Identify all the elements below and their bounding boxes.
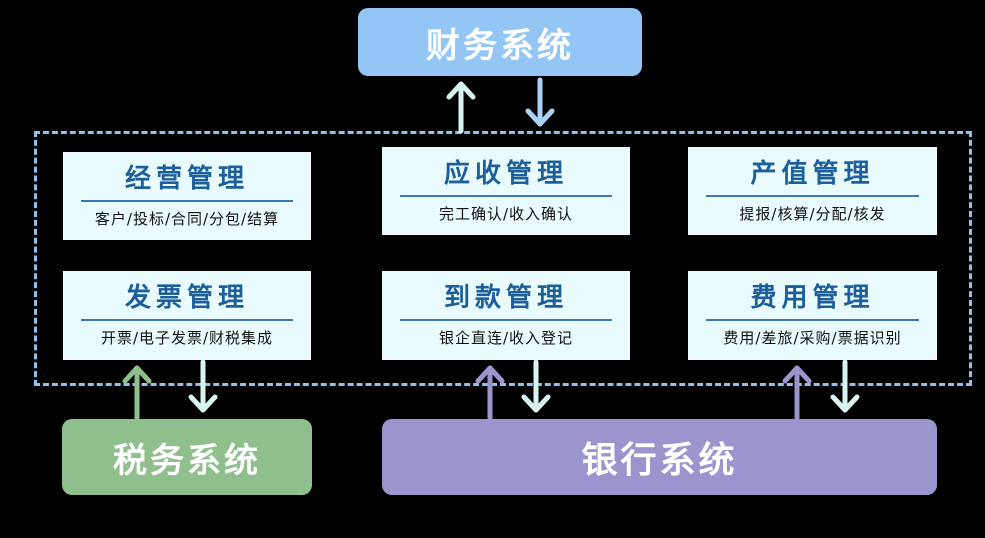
finance-system-box: 财务系统 bbox=[358, 8, 642, 76]
module-payment-divider bbox=[400, 319, 612, 321]
module-output-value-title: 产值管理 bbox=[750, 159, 875, 189]
business-modules-frame bbox=[34, 131, 972, 386]
module-output-value: 产值管理 提报/核算/分配/核发 bbox=[688, 147, 937, 235]
module-invoice: 发票管理 开票/电子发票/财税集成 bbox=[63, 271, 311, 360]
arrow-up-to-finance bbox=[446, 81, 476, 134]
module-output-value-divider bbox=[706, 195, 919, 197]
bank-system-box: 银行系统 bbox=[382, 419, 937, 495]
module-receivable: 应收管理 完工确认/收入确认 bbox=[382, 147, 630, 235]
module-invoice-subtitle: 开票/电子发票/财税集成 bbox=[100, 329, 274, 347]
module-expense-divider bbox=[706, 319, 919, 321]
module-expense-title: 费用管理 bbox=[750, 283, 875, 313]
module-operation: 经营管理 客户/投标/合同/分包/结算 bbox=[63, 152, 311, 240]
module-output-value-subtitle: 提报/核算/分配/核发 bbox=[739, 205, 886, 223]
module-invoice-divider bbox=[81, 319, 293, 321]
arrow-down-from-finance bbox=[525, 77, 555, 127]
module-receivable-divider bbox=[400, 195, 612, 197]
module-payment: 到款管理 银企直连/收入登记 bbox=[382, 271, 630, 360]
module-payment-subtitle: 银企直连/收入登记 bbox=[438, 329, 574, 347]
module-expense-subtitle: 费用/差旅/采购/票据识别 bbox=[723, 329, 902, 347]
module-receivable-subtitle: 完工确认/收入确认 bbox=[438, 205, 574, 223]
module-receivable-title: 应收管理 bbox=[443, 159, 568, 189]
module-invoice-title: 发票管理 bbox=[124, 283, 249, 313]
module-operation-divider bbox=[81, 200, 293, 202]
finance-system-label: 财务系统 bbox=[426, 25, 574, 66]
module-operation-subtitle: 客户/投标/合同/分包/结算 bbox=[94, 210, 280, 228]
bank-system-label: 银行系统 bbox=[581, 440, 738, 481]
tax-system-box: 税务系统 bbox=[62, 419, 312, 495]
module-operation-title: 经营管理 bbox=[124, 164, 249, 194]
tax-system-label: 税务系统 bbox=[113, 440, 261, 481]
module-expense: 费用管理 费用/差旅/采购/票据识别 bbox=[688, 271, 937, 360]
module-payment-title: 到款管理 bbox=[443, 283, 568, 313]
